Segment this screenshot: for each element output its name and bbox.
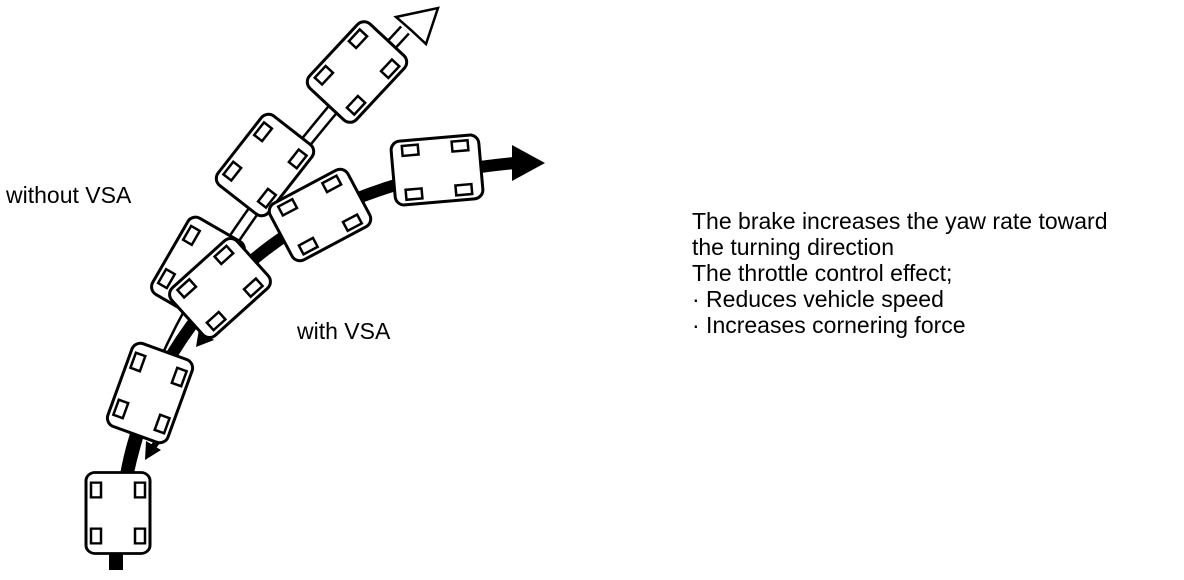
hollow-arrow-icon xyxy=(393,6,440,47)
with-vsa-label: with VSA xyxy=(297,318,391,344)
explanation-line: · Increases cornering force xyxy=(692,312,966,338)
explanation-line: · Reduces vehicle speed xyxy=(692,286,944,312)
explanation-line: the turning direction xyxy=(692,234,895,260)
vehicle-start xyxy=(84,471,152,555)
explanation-text: The brake increases the yaw rate toward … xyxy=(692,208,1107,338)
vehicle-with-vsa-5 xyxy=(388,132,486,208)
solid-arrow-icon xyxy=(512,145,545,181)
curved-brake-arrow-icon xyxy=(145,441,161,460)
without-vsa-label: without VSA xyxy=(6,182,132,208)
explanation-line: The brake increases the yaw rate toward xyxy=(692,208,1108,234)
vehicle-2 xyxy=(103,339,197,447)
explanation-line: The throttle control effect; xyxy=(692,260,953,286)
